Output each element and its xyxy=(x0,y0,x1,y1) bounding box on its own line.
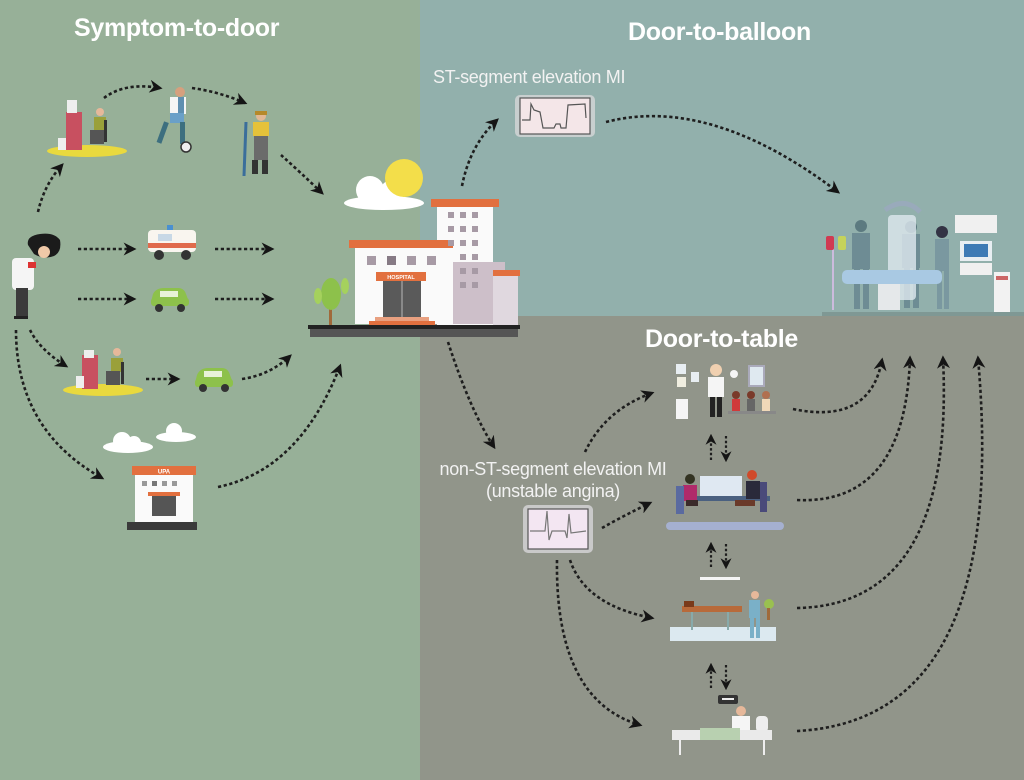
arrow-patient-to-upa xyxy=(14,329,105,480)
arrow-bed-to-cathlab xyxy=(796,355,986,733)
arrow-hospital-to-stemi xyxy=(460,118,499,187)
arrow-car2-to-hospital xyxy=(241,354,292,381)
emergency-stretcher-icon xyxy=(670,577,776,641)
arrow-nstemi-to-stretcher xyxy=(568,559,655,623)
hospital-sign: HOSPITAL xyxy=(387,275,415,281)
arrow-patient-to-office xyxy=(36,163,64,213)
arrow-soccer-to-sweeper xyxy=(191,86,248,105)
nstemi-label: non-ST-segment elevation MI (unstable an… xyxy=(422,458,684,502)
door-to-balloon-title: Door-to-balloon xyxy=(628,18,811,46)
nstemi-ecg-monitor-icon xyxy=(523,505,593,553)
nstemi-label-line2: (unstable angina) xyxy=(486,481,620,501)
arrow-consultation-to-cathlab xyxy=(792,357,887,414)
door-to-table-title: Door-to-table xyxy=(645,325,799,353)
car-from-clinic-icon xyxy=(195,368,233,392)
arrows xyxy=(14,79,986,733)
cloud-icon xyxy=(103,432,153,453)
office-worker-icon xyxy=(47,100,127,157)
arrow-nstemi-to-bed xyxy=(555,559,643,729)
private-car-icon xyxy=(151,288,189,312)
hospital-icon: HOSPITAL xyxy=(308,199,520,337)
stemi-label: ST-segment elevation MI xyxy=(433,67,626,87)
ambulance-icon xyxy=(148,225,196,260)
arrow-upa-to-hospital xyxy=(217,363,343,489)
arrow-office-to-soccer xyxy=(103,79,163,100)
bidirectional-arrows xyxy=(705,433,732,691)
upa-clinic-icon: UPA xyxy=(127,466,197,530)
arrow-stemi-to-cathlab xyxy=(605,114,841,194)
sun-icon xyxy=(385,159,423,197)
symptom-to-door-title: Symptom-to-door xyxy=(74,14,280,42)
hospital-bed-icon xyxy=(672,695,772,755)
stemi-ecg-monitor-icon xyxy=(515,95,595,137)
arrow-office-to-cathlab xyxy=(796,355,917,502)
soccer-player-icon xyxy=(156,87,192,153)
cloud-icon xyxy=(156,423,196,442)
clinic-desk-icon xyxy=(63,348,143,396)
arrow-nstemi-to-consultation xyxy=(583,390,655,453)
cath-lab-icon xyxy=(822,201,1024,316)
doctor-consultation-icon xyxy=(676,364,776,419)
arrow-nstemi-to-office xyxy=(601,501,653,530)
arrow-hospital-to-nstemi xyxy=(446,341,496,450)
nstemi-label-line1: non-ST-segment elevation MI xyxy=(439,459,667,479)
arrow-stretcher-to-cathlab xyxy=(796,355,950,610)
patient-chest-pain-icon xyxy=(12,233,61,319)
door-to-balloon-panel xyxy=(420,0,1024,316)
arrow-patient-to-clinic xyxy=(28,329,69,368)
street-sweeper-icon xyxy=(242,111,269,177)
cardiology-office-icon xyxy=(666,470,784,530)
upa-sign: UPA xyxy=(158,470,171,476)
arrow-sweeper-to-hospital xyxy=(280,154,324,195)
